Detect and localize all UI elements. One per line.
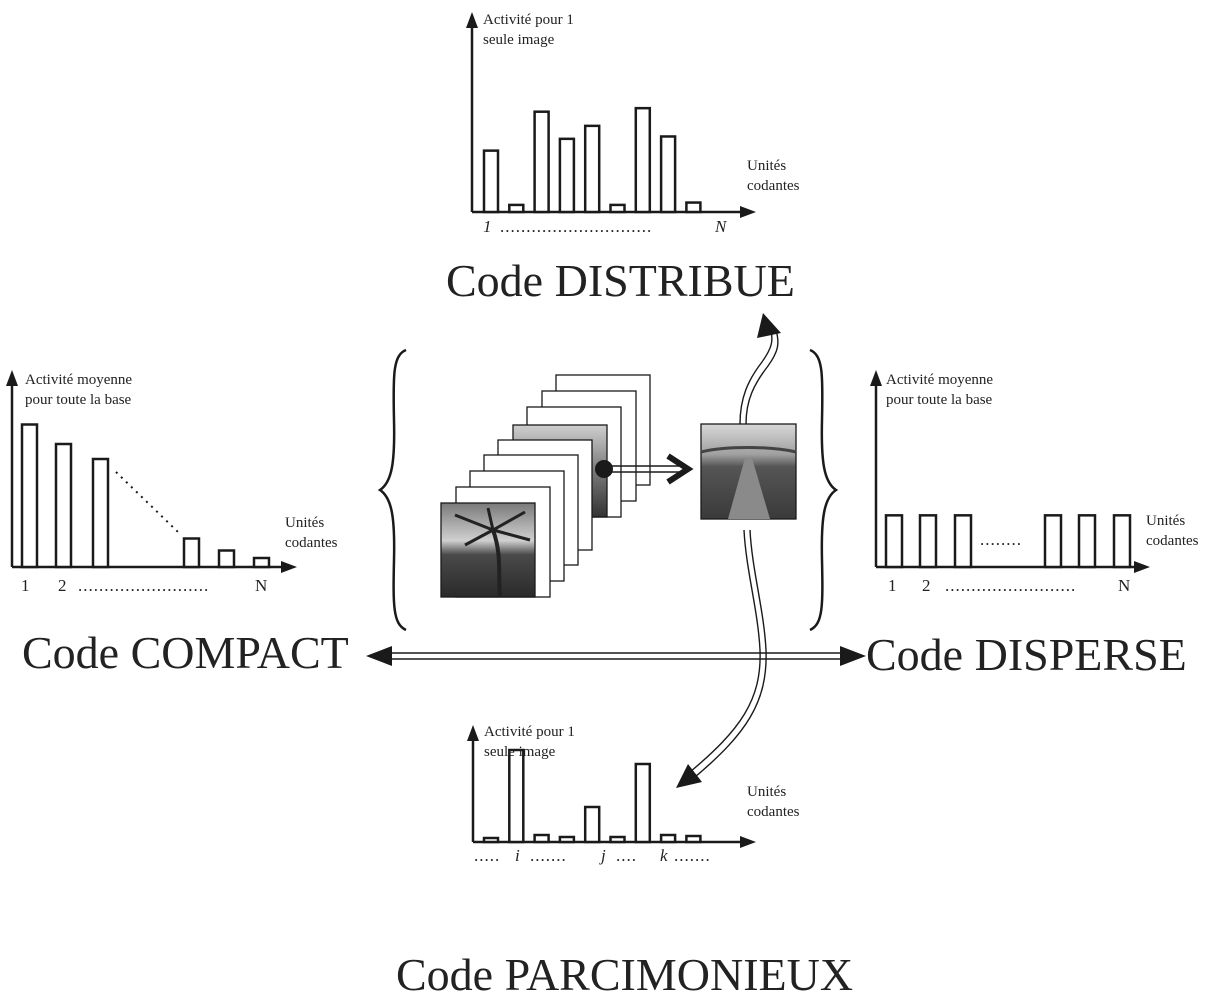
arrowhead-right-icon [281, 561, 297, 573]
bar-compact-3 [91, 457, 110, 569]
y-axis-label-line2: pour toute la base [886, 392, 993, 408]
mid-ellipsis: ........ [980, 530, 1022, 549]
bar-parcimonieux-6 [609, 835, 626, 844]
bar-disperse-6 [1112, 514, 1132, 569]
tick-first: 1 [888, 576, 897, 595]
bar-distribue-5 [583, 124, 601, 214]
tick-ellipsis: .... [616, 846, 637, 865]
right-curly-brace [809, 348, 839, 632]
bar-parcimonieux-3 [533, 833, 550, 844]
arrowhead-right-icon [1134, 561, 1150, 573]
y-axis-label-line1: Activité moyenne [25, 372, 133, 388]
arrowhead-up-icon [870, 370, 882, 386]
chart-distribue-bars [482, 106, 702, 214]
arrowhead-up-icon [466, 12, 478, 28]
bar-parcimonieux-4 [558, 835, 576, 844]
double-arrow-to-parcimonieux [689, 529, 767, 778]
x-axis-label-line2: codantes [747, 804, 800, 820]
tick-second: 2 [922, 576, 931, 595]
x-axis-label-line2: codantes [747, 178, 800, 194]
bar-compact-4 [182, 537, 201, 569]
bar-disperse-2 [918, 514, 938, 569]
y-axis-label-line1: Activité pour 1 [484, 724, 575, 740]
x-axis-label-line2: codantes [285, 535, 338, 551]
tick-k: k [660, 846, 668, 865]
x-axis-label-line1: Unités [747, 784, 787, 800]
bar-compact-1 [20, 423, 39, 569]
title-code-disperse: Code DISPERSE [866, 629, 1187, 680]
bar-parcimonieux-2 [508, 748, 525, 844]
bar-distribue-3 [533, 110, 550, 214]
y-axis-label-line2: pour toute la base [25, 392, 132, 408]
double-arrow-compact-disperse [386, 652, 848, 660]
bar-parcimonieux-7 [634, 762, 652, 844]
chart-disperse-bars [884, 514, 1132, 569]
tick-i: i [515, 846, 520, 865]
bar-parcimonieux-8 [659, 833, 677, 844]
selection-dot-icon [595, 460, 613, 478]
title-code-distribue: Code DISTRIBUE [446, 255, 795, 306]
bar-parcimonieux-1 [482, 836, 500, 844]
tick-first: 1 [21, 576, 30, 595]
bar-distribue-9 [685, 201, 702, 214]
tick-first: 1 [483, 217, 492, 236]
y-axis-label-line2: seule image [484, 744, 556, 760]
arrowhead-up-icon [467, 725, 479, 741]
chart-distribue-axes [470, 24, 743, 214]
tick-ellipsis: ....... [674, 846, 711, 865]
arrowhead-up-icon [757, 313, 781, 338]
bar-distribue-2 [508, 203, 525, 214]
x-axis-label-line2: codantes [1146, 533, 1199, 549]
arrowhead-right-icon [740, 836, 756, 848]
chart-parcimonieux-bars [482, 748, 702, 844]
bar-distribue-8 [659, 135, 677, 214]
tick-j: j [601, 846, 606, 865]
bar-compact-2 [54, 442, 73, 569]
arrowhead-left-icon [366, 646, 392, 666]
tick-second: 2 [58, 576, 67, 595]
y-axis-label-line1: Activité pour 1 [483, 12, 574, 28]
bar-disperse-5 [1077, 514, 1097, 569]
y-axis-label-line2: seule image [483, 32, 555, 48]
title-code-parcimonieux: Code PARCIMONIEUX [396, 949, 854, 1000]
compact-decay-dotted-line [115, 471, 179, 533]
x-axis-label-line1: Unités [747, 158, 787, 174]
bar-disperse-3 [953, 514, 973, 569]
bar-distribue-7 [634, 106, 652, 214]
arrowhead-right-icon [740, 206, 756, 218]
y-axis-label-line1: Activité moyenne [886, 372, 994, 388]
tick-ellipsis: ......................... [945, 576, 1077, 595]
arrowhead-down-icon [676, 764, 702, 788]
selection-arrow [604, 465, 680, 473]
bar-disperse-1 [884, 514, 904, 569]
arrowhead-up-icon [6, 370, 18, 386]
arrowhead-right-icon [840, 646, 866, 666]
chevron-right-icon [666, 453, 694, 485]
x-axis-label-line1: Unités [285, 515, 325, 531]
tick-ellipsis: ......................... [78, 576, 210, 595]
tick-last: N [715, 217, 727, 236]
tick-ellipsis: ............................. [500, 217, 653, 236]
bar-distribue-4 [558, 137, 576, 214]
bar-parcimonieux-9 [685, 834, 702, 844]
chart-compact-bars [20, 423, 271, 569]
tick-last: N [255, 576, 268, 595]
bar-compact-5 [217, 549, 236, 569]
title-code-compact: Code COMPACT [22, 627, 349, 678]
bar-compact-6 [252, 556, 271, 569]
bar-distribue-1 [482, 149, 500, 214]
x-axis-label-line1: Unités [1146, 513, 1186, 529]
double-arrow-to-distribue [739, 327, 779, 425]
left-curly-brace [377, 348, 407, 632]
tick-last: N [1118, 576, 1131, 595]
palm-tree-photo [440, 502, 536, 598]
bar-distribue-6 [609, 203, 626, 214]
bar-parcimonieux-5 [583, 805, 601, 844]
tick-ellipsis: ..... [474, 846, 501, 865]
bar-disperse-4 [1043, 514, 1063, 569]
tick-ellipsis: ....... [530, 846, 567, 865]
field-path-photo [700, 423, 797, 520]
